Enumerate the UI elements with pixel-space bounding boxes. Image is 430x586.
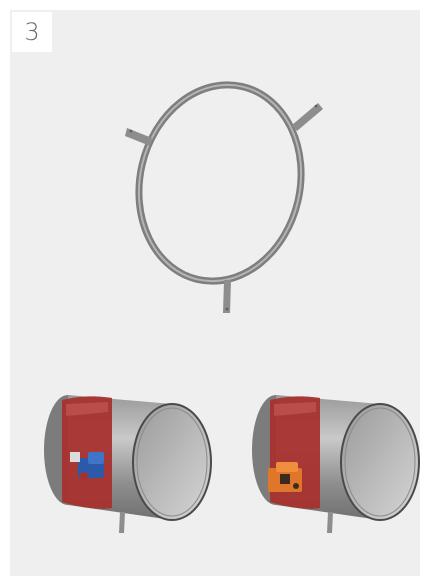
damper-blue-illustration xyxy=(44,395,211,533)
damper-orange-illustration xyxy=(252,395,419,533)
mounting-ring-illustration xyxy=(120,69,323,313)
